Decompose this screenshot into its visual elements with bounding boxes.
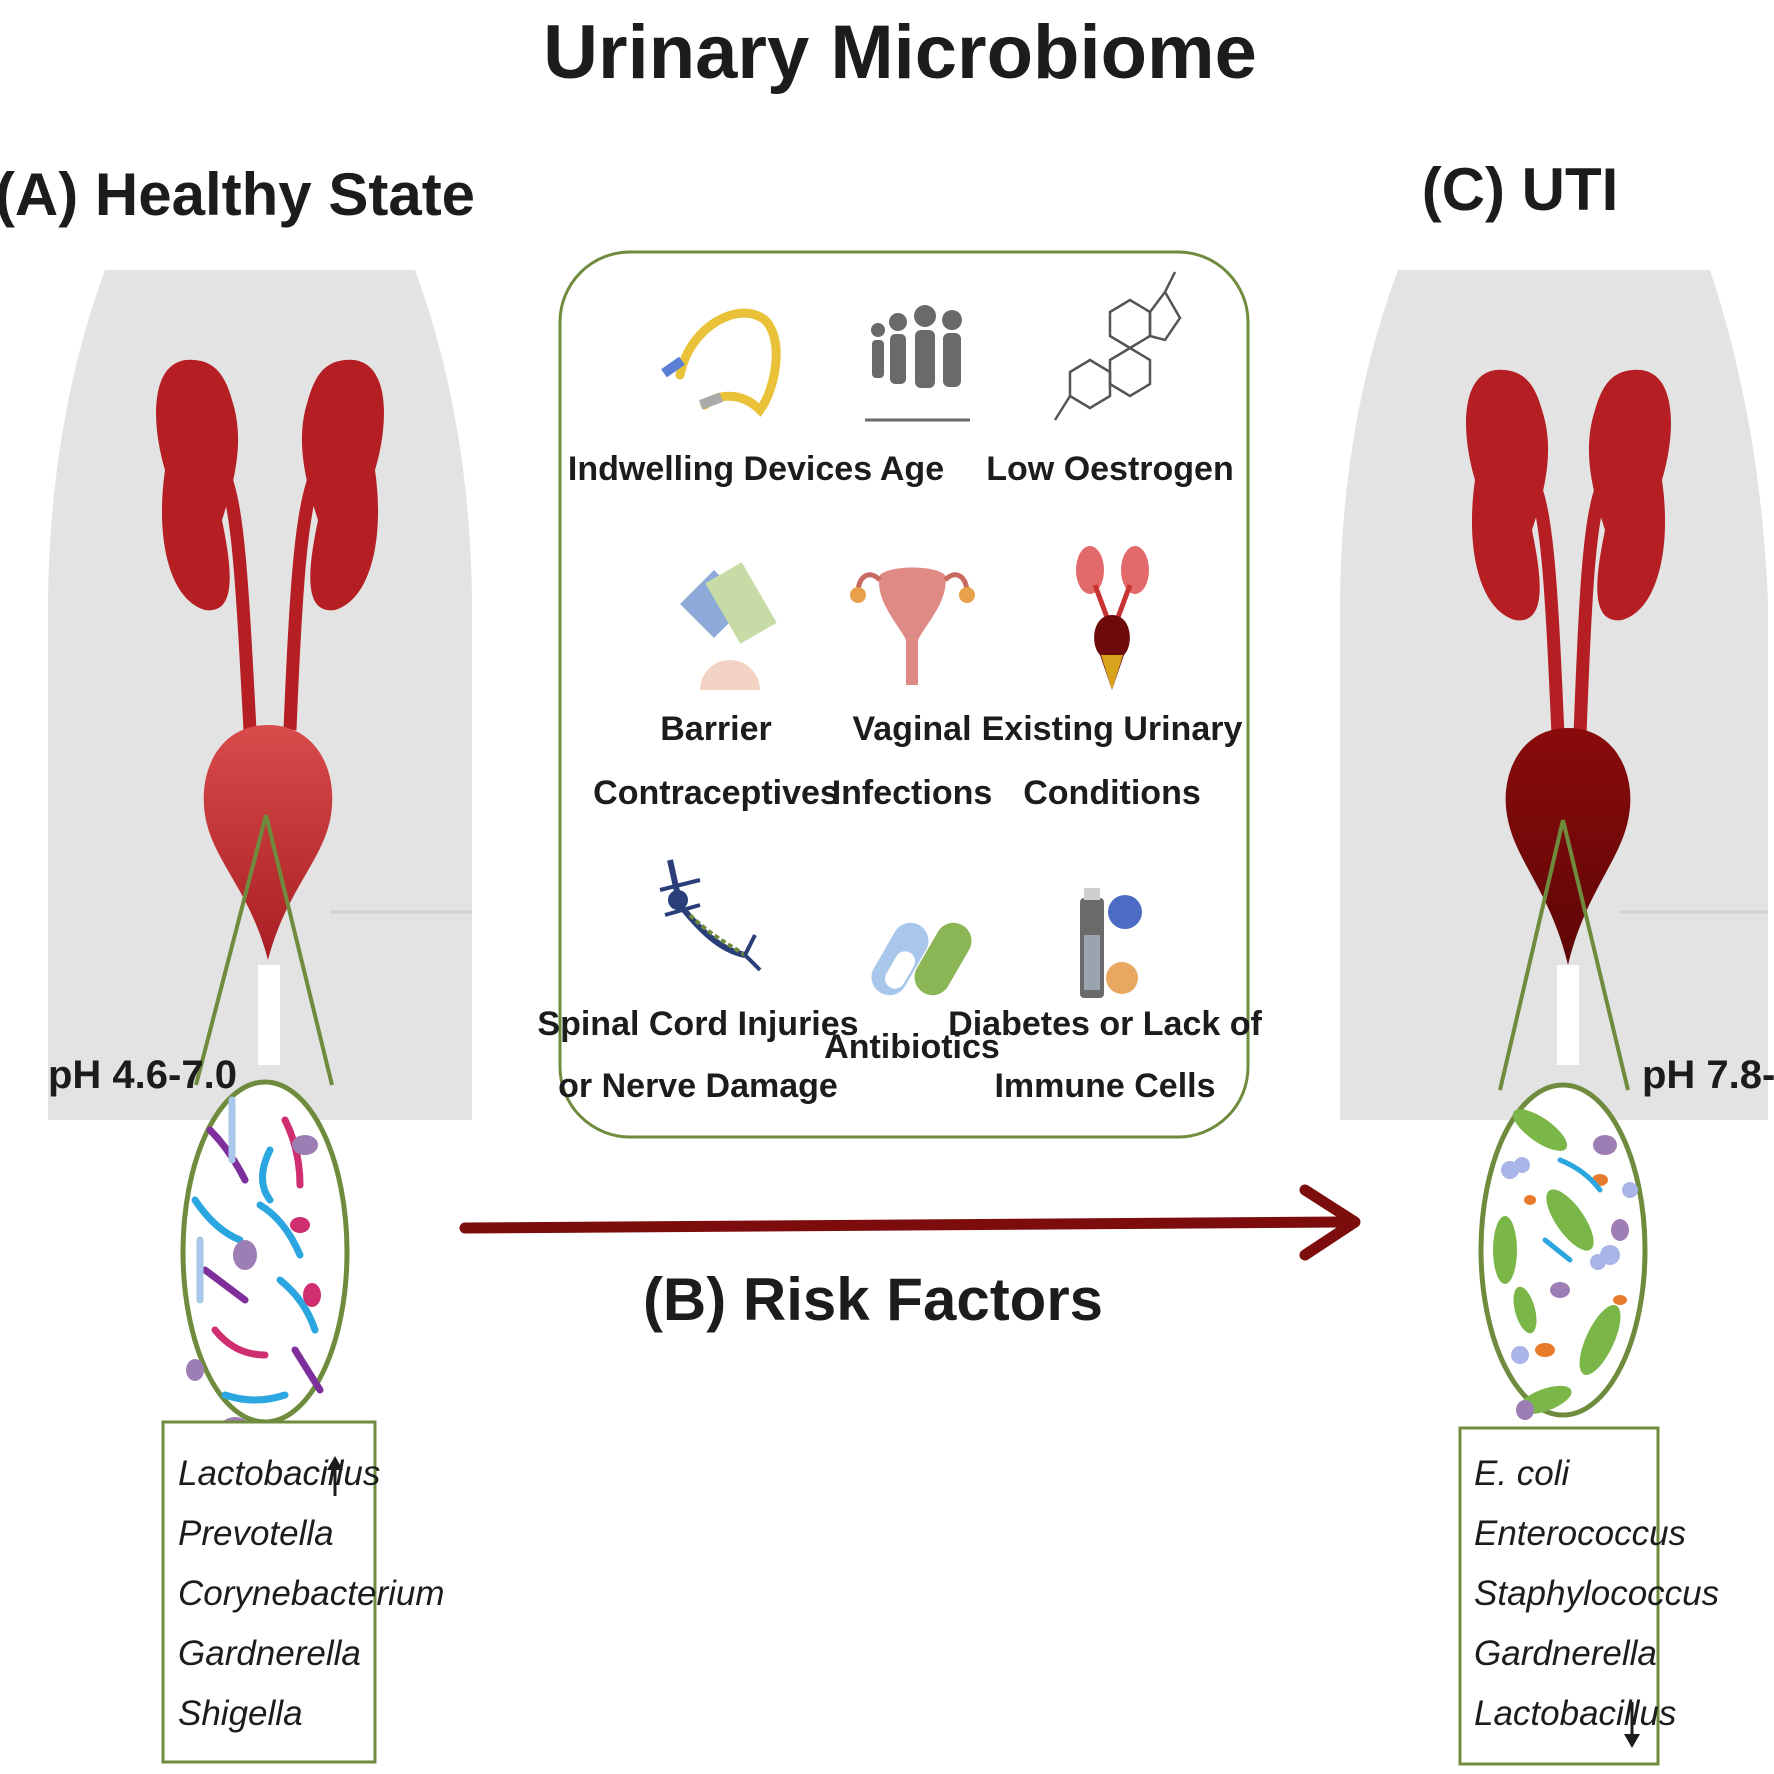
microbe-circle-healthy bbox=[180, 1079, 350, 1443]
kidneys-uti bbox=[1466, 369, 1671, 736]
urethra-healthy bbox=[258, 965, 280, 1065]
factor-label-3b: Contraceptives bbox=[593, 774, 839, 812]
bladder-healthy bbox=[203, 725, 333, 960]
arrow-up-icon bbox=[327, 1456, 343, 1496]
uti-species-3: Gardnerella bbox=[1474, 1634, 1657, 1673]
urinary-tract-icon bbox=[1076, 546, 1149, 690]
uti-heading: (C) UTI bbox=[1422, 156, 1619, 223]
healthy-heading: (A) Healthy State bbox=[0, 161, 475, 228]
ph-label-uti: pH 7.8-9.0 bbox=[1642, 1053, 1774, 1097]
risk-factors-box bbox=[558, 250, 1250, 1139]
healthy-species-1: Prevotella bbox=[178, 1514, 334, 1553]
capsule-icon bbox=[871, 922, 972, 996]
factor-label-2: Low Oestrogen bbox=[986, 450, 1233, 488]
species-list-healthy: Lactobacillus Prevotella Corynebacterium… bbox=[161, 1420, 445, 1764]
healthy-species-4: Shigella bbox=[178, 1694, 303, 1733]
risk-factors-panel: Indwelling Devices Age Low Oestrogen Bar… bbox=[459, 250, 1361, 1333]
factor-label-1: Age bbox=[880, 450, 944, 488]
healthy-species-2: Corynebacterium bbox=[178, 1574, 445, 1613]
zoom-lines-uti bbox=[1498, 819, 1630, 1091]
uti-species-2: Staphylococcus bbox=[1474, 1574, 1719, 1613]
factor-label-4b: Infections bbox=[832, 774, 993, 812]
uti-panel: (C) UTI bbox=[1340, 156, 1774, 1766]
healthy-panel: (A) Healthy State bbox=[0, 161, 475, 1764]
uti-species-0: E. coli bbox=[1474, 1454, 1571, 1493]
species-list-uti: E. coli Enterococcus Staphylococcus Gard… bbox=[1458, 1426, 1719, 1766]
healthy-species-0: Lactobacillus bbox=[178, 1454, 380, 1493]
uti-species-1: Enterococcus bbox=[1474, 1514, 1686, 1553]
factor-label-4a: Vaginal bbox=[852, 710, 971, 748]
risk-factors-heading: (B) Risk Factors bbox=[643, 1266, 1103, 1333]
uterus-icon bbox=[850, 567, 975, 685]
factor-label-8a: Diabetes or Lack of bbox=[948, 1005, 1262, 1043]
barrier-contraceptive-icon bbox=[680, 562, 777, 690]
main-title: Urinary Microbiome bbox=[543, 10, 1257, 95]
arrow-down-icon bbox=[1624, 1702, 1640, 1748]
healthy-species-3: Gardnerella bbox=[178, 1634, 361, 1673]
ph-label-healthy: pH 4.6-7.0 bbox=[48, 1053, 237, 1097]
factor-label-3a: Barrier bbox=[660, 710, 772, 748]
factor-label-6b: or Nerve Damage bbox=[558, 1067, 838, 1105]
kidneys-healthy bbox=[156, 359, 384, 731]
factor-label-8b: Immune Cells bbox=[994, 1067, 1215, 1105]
insulin-vial-icon bbox=[1080, 888, 1142, 998]
uti-species-4: Lactobacillus bbox=[1474, 1694, 1676, 1733]
factor-label-5b: Conditions bbox=[1023, 774, 1201, 812]
factor-label-0: Indwelling Devices bbox=[568, 450, 872, 488]
factor-label-6a: Spinal Cord Injuries bbox=[537, 1005, 858, 1043]
neuron-icon bbox=[659, 859, 762, 972]
progression-arrow bbox=[459, 1184, 1361, 1261]
zoom-lines-healthy bbox=[194, 814, 334, 1086]
factor-label-5a: Existing Urinary bbox=[982, 710, 1243, 748]
catheter-icon bbox=[661, 308, 781, 417]
age-group-icon bbox=[865, 305, 970, 422]
urethra-uti bbox=[1557, 965, 1579, 1065]
microbe-circle-uti bbox=[1478, 1082, 1648, 1420]
steroid-molecule-icon bbox=[1053, 271, 1182, 421]
factor-label-7: Antibiotics bbox=[824, 1028, 1000, 1066]
